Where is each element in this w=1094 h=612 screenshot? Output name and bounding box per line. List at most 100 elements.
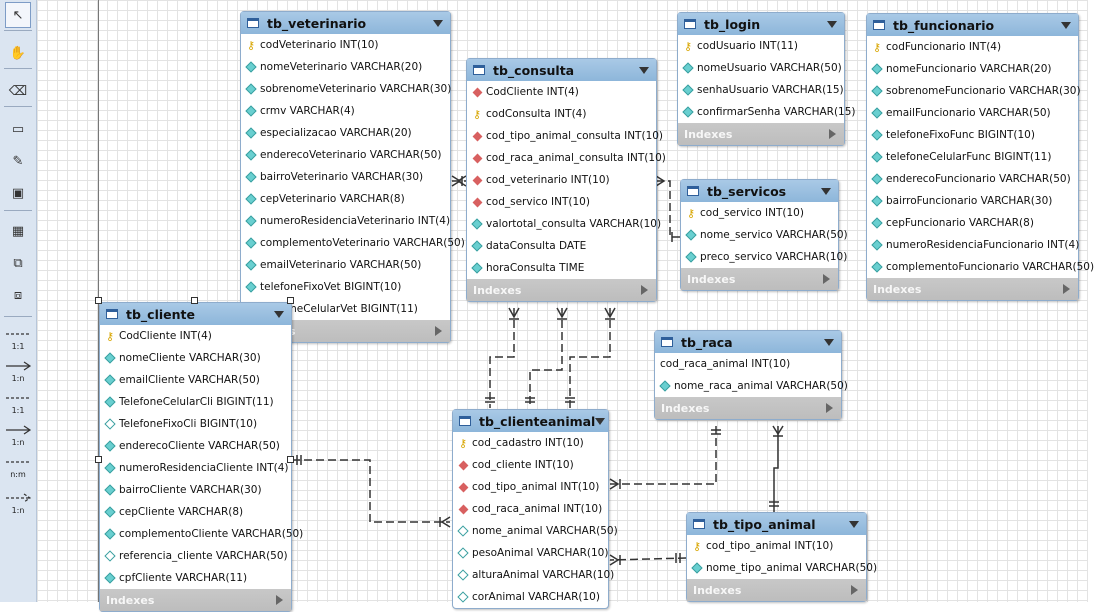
column-row[interactable]: numeroResidenciaVeterinario INT(4): [241, 210, 450, 232]
column-row[interactable]: bairroCliente VARCHAR(30): [100, 479, 291, 501]
indexes-section[interactable]: Indexes: [867, 278, 1078, 300]
column-row[interactable]: telefoneFixoFunc BIGINT(10): [867, 124, 1078, 146]
layer-tool[interactable]: ▭: [5, 116, 31, 142]
column-row[interactable]: cpfCliente VARCHAR(11): [100, 567, 291, 589]
collapse-caret-icon[interactable]: [849, 520, 859, 528]
column-row[interactable]: cod_servico INT(10): [467, 191, 656, 213]
column-row[interactable]: cepCliente VARCHAR(8): [100, 501, 291, 523]
rel-n-m-identifying-button[interactable]: n:m: [3, 454, 33, 484]
selection-handle[interactable]: [95, 456, 102, 463]
indexes-section[interactable]: Indexes: [681, 268, 838, 290]
column-row[interactable]: senhaUsuario VARCHAR(15): [678, 79, 844, 101]
column-row[interactable]: ⚷cod_servico INT(10): [681, 202, 838, 224]
collapse-caret-icon[interactable]: [821, 187, 831, 195]
column-row[interactable]: ⚷codConsulta INT(4): [467, 103, 656, 125]
column-row[interactable]: cod_cliente INT(10): [453, 454, 608, 476]
column-row[interactable]: valortotal_consulta VARCHAR(10): [467, 213, 661, 235]
collapse-caret-icon[interactable]: [274, 310, 284, 318]
pointer-tool[interactable]: ↖: [5, 2, 31, 28]
column-row[interactable]: alturaAnimal VARCHAR(10): [453, 564, 614, 586]
expand-arrow-icon[interactable]: [641, 285, 648, 295]
indexes-section[interactable]: Indexes: [100, 589, 291, 611]
column-row[interactable]: enderecoCliente VARCHAR(50): [100, 435, 291, 457]
column-row[interactable]: horaConsulta TIME: [467, 257, 656, 279]
collapse-caret-icon[interactable]: [827, 20, 837, 28]
column-row[interactable]: emailVeterinario VARCHAR(50): [241, 254, 450, 276]
table-header[interactable]: tb_funcionario: [867, 14, 1078, 36]
column-row[interactable]: nome_animal VARCHAR(50): [453, 520, 618, 542]
column-row[interactable]: cod_tipo_animal INT(10): [453, 476, 608, 498]
routine-group-tool[interactable]: ⧈: [5, 282, 31, 308]
column-row[interactable]: corAnimal VARCHAR(10): [453, 586, 608, 608]
rel-1-1-non-identifying-button[interactable]: 1:1: [3, 326, 33, 356]
eraser-tool[interactable]: ⌫: [5, 78, 31, 104]
column-row[interactable]: ⚷codFuncionario INT(4): [867, 36, 1078, 58]
collapse-caret-icon[interactable]: [433, 19, 443, 27]
table-tb-servicos[interactable]: tb_servicos⚷cod_servico INT(10)nome_serv…: [680, 179, 848, 291]
column-row[interactable]: enderecoFuncionario VARCHAR(50): [867, 168, 1078, 190]
collapse-caret-icon[interactable]: [1061, 21, 1071, 29]
collapse-caret-icon[interactable]: [639, 66, 649, 74]
selection-handle[interactable]: [287, 456, 294, 463]
column-row[interactable]: dataConsulta DATE: [467, 235, 656, 257]
table-header[interactable]: tb_clienteanimal: [453, 410, 608, 432]
column-row[interactable]: telefoneCelularFunc BIGINT(11): [867, 146, 1078, 168]
column-row[interactable]: emailCliente VARCHAR(50): [100, 369, 291, 391]
column-row[interactable]: ⚷cod_cadastro INT(10): [453, 432, 608, 454]
column-row[interactable]: nomeVeterinario VARCHAR(20): [241, 56, 450, 78]
column-row[interactable]: ⚷cod_tipo_animal INT(10): [687, 535, 866, 557]
indexes-section[interactable]: Indexes: [678, 123, 844, 145]
column-row[interactable]: pesoAnimal VARCHAR(10): [453, 542, 608, 564]
table-tb-funcionario[interactable]: tb_funcionario⚷codFuncionario INT(4)nome…: [866, 13, 1094, 301]
indexes-section[interactable]: Indexes: [655, 397, 841, 419]
column-row[interactable]: numeroResidenciaCliente INT(4): [100, 457, 291, 479]
column-row[interactable]: numeroResidenciaFuncionario INT(4): [867, 234, 1079, 256]
table-header[interactable]: tb_servicos: [681, 180, 838, 202]
column-row[interactable]: cod_raca_animal INT(10): [655, 353, 841, 375]
collapse-caret-icon[interactable]: [824, 338, 834, 346]
column-row[interactable]: confirmarSenha VARCHAR(15): [678, 101, 856, 123]
column-row[interactable]: nomeFuncionario VARCHAR(20): [867, 58, 1078, 80]
column-row[interactable]: nomeUsuario VARCHAR(50): [678, 57, 844, 79]
table-header[interactable]: tb_veterinario: [241, 12, 450, 34]
table-tool[interactable]: ▦: [5, 218, 31, 244]
column-row[interactable]: preco_servico VARCHAR(10): [681, 246, 847, 268]
column-row[interactable]: complementoVeterinario VARCHAR(50): [241, 232, 465, 254]
rel-1-n-existing-columns-button[interactable]: 1:n: [3, 490, 33, 520]
column-row[interactable]: telefoneFixoVet BIGINT(10): [241, 276, 450, 298]
expand-arrow-icon[interactable]: [851, 585, 858, 595]
column-row[interactable]: cepFuncionario VARCHAR(8): [867, 212, 1078, 234]
column-row[interactable]: referencia_cliente VARCHAR(50): [100, 545, 291, 567]
expand-arrow-icon[interactable]: [435, 326, 442, 336]
expand-arrow-icon[interactable]: [826, 403, 833, 413]
column-row[interactable]: bairroVeterinario VARCHAR(30): [241, 166, 450, 188]
indexes-section[interactable]: Indexes: [687, 579, 866, 601]
column-row[interactable]: cod_raca_animal_consulta INT(10): [467, 147, 666, 169]
rel-1-n-identifying-button[interactable]: 1:n: [3, 422, 33, 452]
column-row[interactable]: ⚷codUsuario INT(11): [678, 35, 844, 57]
table-header[interactable]: tb_login: [678, 13, 844, 35]
column-row[interactable]: sobrenomeVeterinario VARCHAR(30): [241, 78, 451, 100]
view-tool[interactable]: ⧉: [5, 250, 31, 276]
table-header[interactable]: tb_consulta: [467, 59, 656, 81]
column-row[interactable]: nome_tipo_animal VARCHAR(50): [687, 557, 877, 579]
column-row[interactable]: ⚷CodCliente INT(4): [100, 325, 291, 347]
column-row[interactable]: nome_servico VARCHAR(50): [681, 224, 848, 246]
column-row[interactable]: complementoCliente VARCHAR(50): [100, 523, 303, 545]
column-row[interactable]: enderecoVeterinario VARCHAR(50): [241, 144, 450, 166]
collapse-caret-icon[interactable]: [595, 417, 606, 425]
selection-handle[interactable]: [191, 297, 198, 304]
table-header[interactable]: tb_tipo_animal: [687, 513, 866, 535]
rel-1-n-non-identifying-button[interactable]: 1:n: [3, 358, 33, 388]
expand-arrow-icon[interactable]: [823, 274, 830, 284]
column-row[interactable]: crmv VARCHAR(4): [241, 100, 450, 122]
column-row[interactable]: nomeCliente VARCHAR(30): [100, 347, 291, 369]
table-tb-cliente[interactable]: tb_cliente⚷CodCliente INT(4)nomeCliente …: [99, 302, 303, 612]
column-row[interactable]: ⚷codVeterinario INT(10): [241, 34, 450, 56]
table-header[interactable]: tb_raca: [655, 331, 841, 353]
table-tb-veterinario[interactable]: tb_veterinario⚷codVeterinario INT(10)nom…: [240, 11, 465, 343]
column-row[interactable]: cod_veterinario INT(10): [467, 169, 656, 191]
selection-handle[interactable]: [95, 297, 102, 304]
hand-tool[interactable]: ✋: [5, 40, 31, 66]
